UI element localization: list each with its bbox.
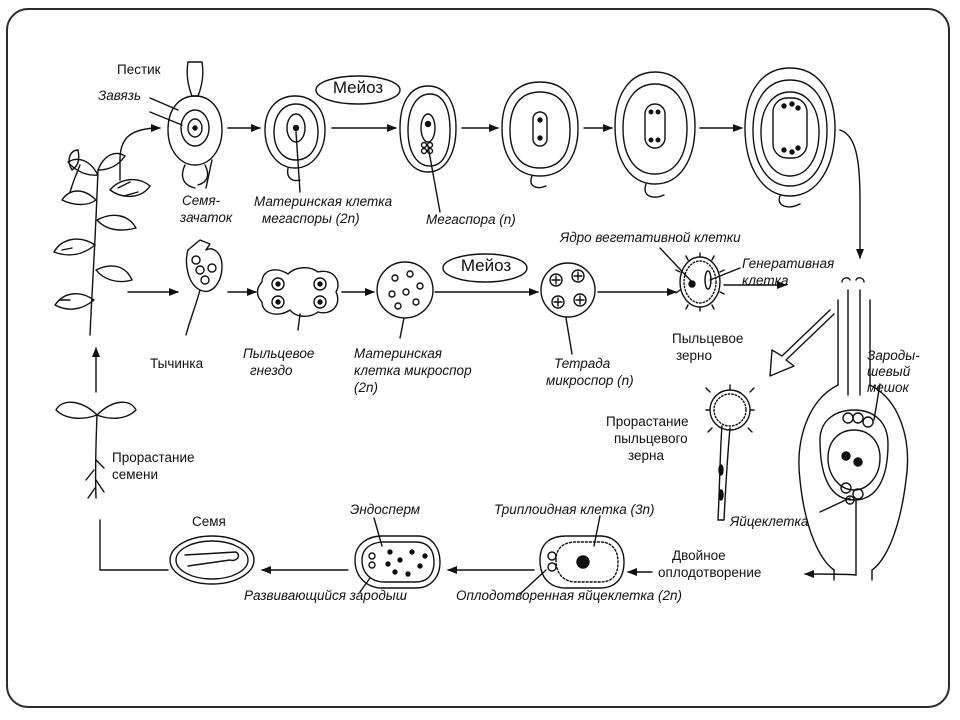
label-embryo-sac-3: мешок [867, 380, 909, 395]
microspore-tetrad [540, 262, 596, 318]
flowering-plant [53, 149, 151, 336]
label-pollen-germination-3: зерна [628, 448, 665, 463]
label-pollen-grain-2: зерно [676, 348, 713, 363]
developing-embryo [354, 535, 441, 589]
label-fertilized-egg: Оплодотворенная яйцеклетка (2n) [456, 588, 683, 603]
ovule-megaspore-mother-cell [264, 95, 326, 182]
label-generative-1: Генеративная [742, 256, 835, 271]
label-pollen-germination-1: Прорастание [606, 414, 689, 429]
ovule-stage-4 [501, 81, 579, 189]
label-pollen-grain-1: Пыльцевое [672, 331, 744, 346]
label-egg-cell: Яйцеклетка [730, 514, 809, 529]
triploid-cell [539, 535, 625, 589]
label-tetrad-1: Тетрада [554, 356, 611, 371]
embryo-sac [798, 277, 909, 581]
meiosis-oval-bottom [442, 253, 528, 283]
label-ovule-1: Семя- [182, 193, 221, 208]
label-meiosis-top: Мейоз [332, 78, 384, 97]
pollen-sac [256, 267, 339, 317]
label-stamen: Тычинка [150, 356, 204, 371]
ovule-megaspore [399, 85, 457, 173]
label-pollen-sac-1: Пыльцевое [243, 346, 315, 361]
label-microspore-mother-2: клетка микроспор [354, 363, 472, 378]
label-developing-embryo: Развивающийся зародыш [244, 588, 407, 603]
label-endosperm: Эндосперм [350, 502, 421, 517]
label-megaspore: Мегаспора (n) [426, 212, 516, 227]
label-ovule-2: зачаток [180, 210, 233, 225]
pollen-germination [705, 384, 755, 521]
pistil-ovule [167, 61, 223, 189]
label-microspore-mother-1: Материнская [354, 346, 442, 361]
label-seed-germination-1: Прорастание [112, 450, 195, 465]
microspore-mother-cell [376, 261, 434, 319]
label-meiosis-bottom: Мейоз [460, 256, 512, 275]
label-embryo-sac-1: Зароды- [867, 348, 920, 363]
label-embryo-sac-2: шевый [867, 364, 911, 379]
label-seed: Семя [192, 514, 226, 529]
label-tetrad-2: микроспор (n) [546, 373, 634, 388]
label-pistil: Пестик [117, 62, 161, 77]
label-double-fertilization-2: оплодотворение [658, 565, 762, 580]
label-triploid-cell: Триплоидная клетка (3n) [494, 502, 655, 517]
label-seed-germination-2: семени [112, 467, 159, 482]
label-vegetative-nucleus: Ядро вегетативной клетки [560, 230, 741, 245]
label-generative-2: клетка [742, 273, 789, 288]
label-double-fertilization-1: Двойное [672, 548, 726, 563]
label-ovary: Завязь [98, 88, 142, 103]
label-megaspore-mother-2: мегаспоры (2n) [262, 211, 360, 226]
seed [169, 535, 255, 585]
meiosis-oval-top [315, 75, 401, 105]
seedling [55, 401, 137, 499]
ovule-mature-embryo-sac [744, 67, 836, 208]
label-microspore-mother-3: (2n) [354, 380, 379, 395]
slide-frame [6, 8, 950, 708]
ovule-stage-5 [614, 71, 696, 198]
label-pollen-sac-2: гнездо [250, 363, 293, 378]
label-megaspore-mother-1: Материнская клетка [254, 194, 393, 209]
label-pollen-germination-2: пыльцевого [614, 431, 688, 446]
pollen-grain [675, 252, 725, 312]
stamen [185, 239, 223, 336]
